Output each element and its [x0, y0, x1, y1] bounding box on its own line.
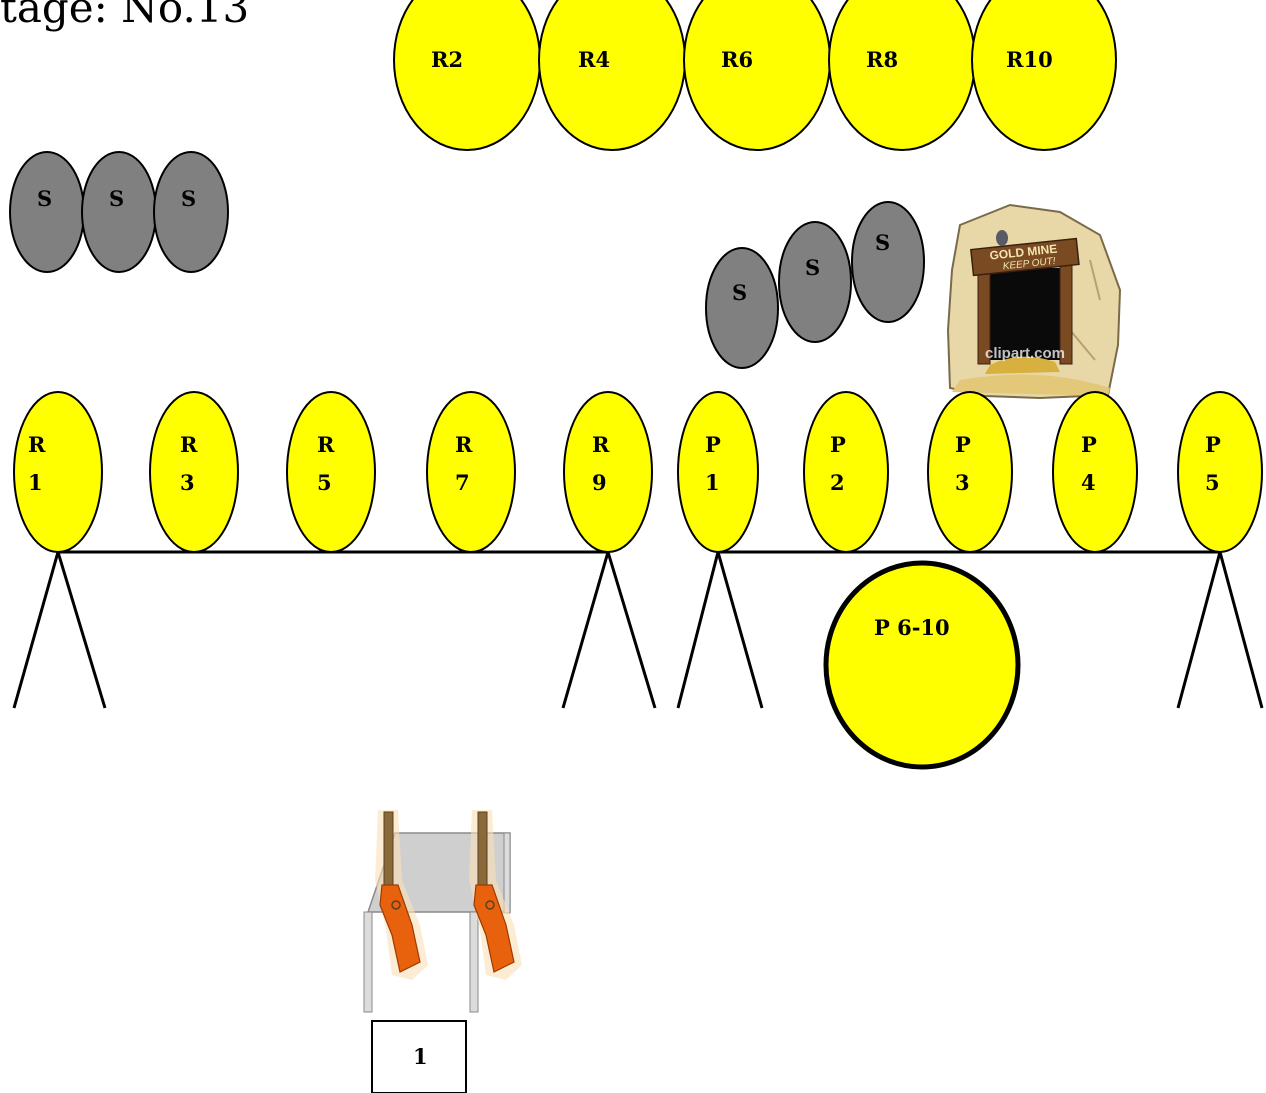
shotgun-targets-left: S S S: [9, 151, 229, 273]
target-label-number: 5: [317, 470, 332, 495]
shotgun-target: S: [851, 201, 925, 323]
target-label: S: [875, 230, 890, 255]
top-rifle-targets: R2 R4 R6 R8 R10: [393, 0, 1117, 151]
clipart-watermark: clipart.com: [985, 345, 1065, 362]
target-label-letter: R: [592, 432, 610, 457]
target-label: S: [37, 186, 52, 211]
target-r4: R4: [538, 0, 686, 151]
rifle-icon: [469, 810, 522, 980]
target-p6-10: P 6-10: [823, 560, 1021, 770]
target-p5: P 5: [1177, 391, 1263, 553]
target-label-number: 1: [705, 470, 720, 495]
target-p2: P 2: [803, 391, 889, 553]
target-label-number: 3: [955, 470, 970, 495]
target-r8: R8: [828, 0, 976, 151]
target-label-number: 2: [830, 470, 845, 495]
target-stand-leg: [561, 551, 657, 709]
shotgun-target: S: [778, 221, 852, 343]
target-label: R6: [721, 47, 753, 72]
target-label-letter: R: [28, 432, 46, 457]
shotgun-target: S: [81, 151, 157, 273]
target-r9: R 9: [563, 391, 653, 553]
target-label-letter: P: [1081, 432, 1097, 457]
target-r10: R10: [971, 0, 1117, 151]
target-p4: P 4: [1052, 391, 1138, 553]
target-label-letter: P: [955, 432, 971, 457]
target-label: R8: [866, 47, 898, 72]
rifle-icon: [375, 810, 428, 980]
pistol-target-row: P 1 P 2 P 3 P 4 P 5: [677, 391, 1263, 553]
target-label: R10: [1006, 47, 1053, 72]
target-label-letter: P: [705, 432, 721, 457]
target-label-number: 5: [1205, 470, 1220, 495]
shotgun-target: S: [705, 247, 779, 369]
target-r6: R6: [683, 0, 831, 151]
target-label: P 6-10: [874, 615, 950, 640]
target-r3: R 3: [149, 391, 239, 553]
target-label-letter: P: [830, 432, 846, 457]
target-label-number: 7: [455, 470, 470, 495]
target-r2: R2: [393, 0, 541, 151]
target-label-number: 3: [180, 470, 195, 495]
stage-title: tage: No.13: [0, 0, 249, 32]
target-label: R4: [578, 47, 610, 72]
gold-mine-clipart: GOLD MINE KEEP OUT! clipart.com: [946, 203, 1122, 400]
target-r1: R 1: [13, 391, 103, 553]
shotgun-target: S: [153, 151, 229, 273]
rifle-table: [363, 810, 522, 1013]
shotgun-targets-right: S S S: [705, 201, 925, 369]
shooting-station-1: 1: [371, 1020, 467, 1093]
target-label: R2: [431, 47, 463, 72]
target-p1: P 1: [677, 391, 759, 553]
target-stand-leg: [12, 551, 107, 709]
target-label-letter: R: [180, 432, 198, 457]
target-stand-leg: [1176, 551, 1264, 709]
target-label-letter: R: [317, 432, 335, 457]
target-stand: [12, 550, 1264, 709]
target-label: S: [109, 186, 124, 211]
target-r7: R 7: [426, 391, 516, 553]
target-label: S: [732, 280, 747, 305]
target-label: S: [805, 255, 820, 280]
target-label-number: 4: [1081, 470, 1096, 495]
target-label-letter: P: [1205, 432, 1221, 457]
rifle-target-row: R 1 R 3 R 5 R 7 R 9: [13, 391, 653, 553]
target-stand-leg: [676, 551, 764, 709]
target-label-letter: R: [455, 432, 473, 457]
target-label-number: 9: [592, 470, 607, 495]
station-label: 1: [413, 1044, 428, 1069]
target-p3: P 3: [927, 391, 1013, 553]
target-label-number: 1: [28, 470, 43, 495]
shotgun-target: S: [9, 151, 85, 273]
target-label: S: [181, 186, 196, 211]
target-r5: R 5: [286, 391, 376, 553]
